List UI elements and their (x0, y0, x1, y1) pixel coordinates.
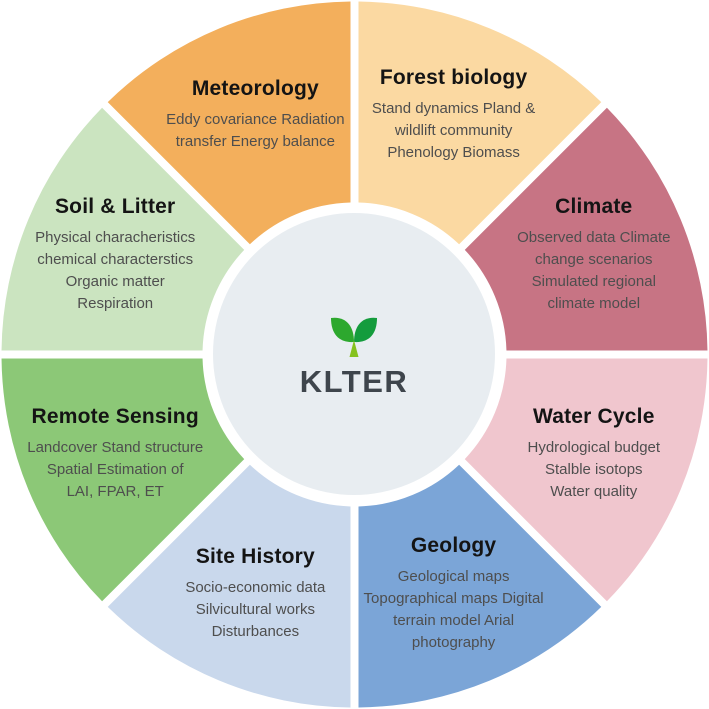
sprout-stem (349, 339, 359, 357)
segment-shape-site-history (107, 464, 351, 708)
segment-title-site-history: Site History (195, 544, 315, 568)
segment-label-climate: Climate Observed data Climate change sce… (478, 195, 709, 315)
segment-title-geology: Geology (410, 533, 497, 557)
klter-hub: KLTER (213, 213, 495, 495)
segment-label-meteorology: Meteorology Eddy covariance Radiation tr… (139, 77, 371, 153)
sprout-icon (331, 317, 377, 357)
segment-label-water-cycle: Water Cycle Hydrological budget Stalble … (478, 405, 709, 503)
segment-title-meteorology: Meteorology (191, 77, 319, 101)
segment-shape-geology (358, 464, 602, 708)
segment-shape-water-cycle (464, 358, 708, 602)
segment-shape-remote-sensing (1, 358, 245, 602)
segment-description-meteorology: Eddy covariance Radiation transfer Energ… (166, 111, 345, 151)
segment-label-geology: Geology Geological maps Topographical ma… (338, 534, 570, 654)
sprout-left-leaf (331, 317, 354, 342)
segment-shape-forest-biology (358, 1, 602, 245)
segment-description-forest-biology: Stand dynamics Pland & wildlift communit… (371, 100, 536, 162)
segment-label-forest-biology: Forest biology Stand dynamics Pland & wi… (338, 66, 570, 164)
segment-description-site-history: Socio-economic data Silvicultural works … (185, 578, 326, 640)
klter-label: KLTER (299, 363, 409, 399)
segment-description-geology: Geological maps Topographical maps Digit… (363, 567, 544, 651)
segment-description-climate: Observed data Climate change scenarios S… (517, 229, 671, 313)
segment-label-site-history: Site History Socio-economic data Silvicu… (139, 545, 371, 643)
segment-title-forest-biology: Forest biology (379, 66, 528, 90)
segment-title-climate: Climate (555, 195, 633, 219)
segment-title-remote-sensing: Remote Sensing (31, 404, 199, 428)
segment-title-water-cycle: Water Cycle (532, 404, 655, 428)
segment-description-water-cycle: Hydrological budget Stalble isotops Wate… (527, 438, 661, 500)
segment-shape-soil-litter (1, 107, 245, 351)
segment-shape-meteorology (107, 1, 351, 245)
segment-title-soil-litter: Soil & Litter (54, 195, 176, 219)
segment-description-remote-sensing: Landcover Stand structure Spatial Estima… (27, 438, 204, 500)
sprout-right-leaf (354, 317, 377, 342)
segment-description-soil-litter: Physical characheristics chemical charac… (35, 229, 196, 313)
segment-label-soil-litter: Soil & Litter Physical characheristics c… (0, 195, 231, 315)
segment-label-remote-sensing: Remote Sensing Landcover Stand structure… (0, 405, 231, 503)
segment-shape-climate (464, 107, 708, 351)
